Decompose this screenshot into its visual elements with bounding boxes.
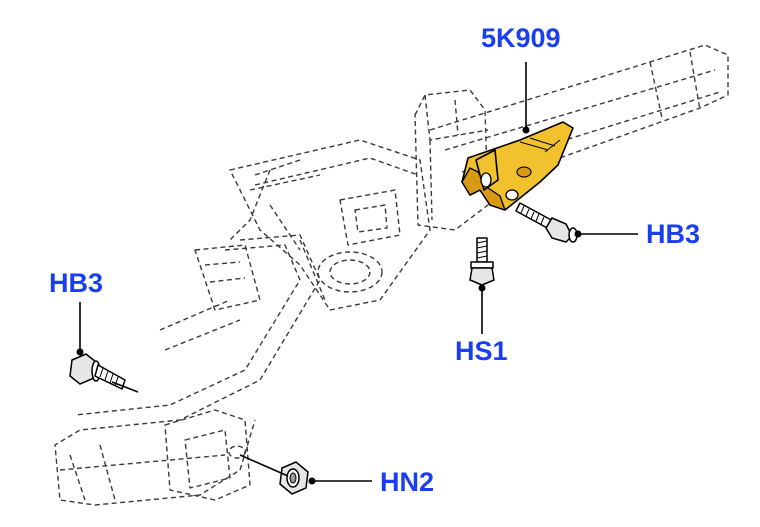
bolt-left[interactable]	[69, 353, 126, 390]
leader-lines	[76, 62, 638, 485]
frame-outline	[54, 44, 729, 506]
bracket-part[interactable]	[461, 121, 574, 211]
bolt-right[interactable]	[515, 202, 578, 243]
screw[interactable]	[469, 237, 495, 286]
callout-label-bracket: 5K909	[481, 23, 561, 53]
callout-label-nut: HN2	[380, 467, 434, 497]
callout-label-bolt-left: HB3	[49, 268, 103, 298]
nut[interactable]	[279, 461, 309, 495]
callout-label-screw: HS1	[455, 336, 508, 366]
callout-label-bolt-right: HB3	[646, 219, 700, 249]
callout-labels: 5K909 HB3 HS1 HB3 HN2	[49, 23, 700, 497]
